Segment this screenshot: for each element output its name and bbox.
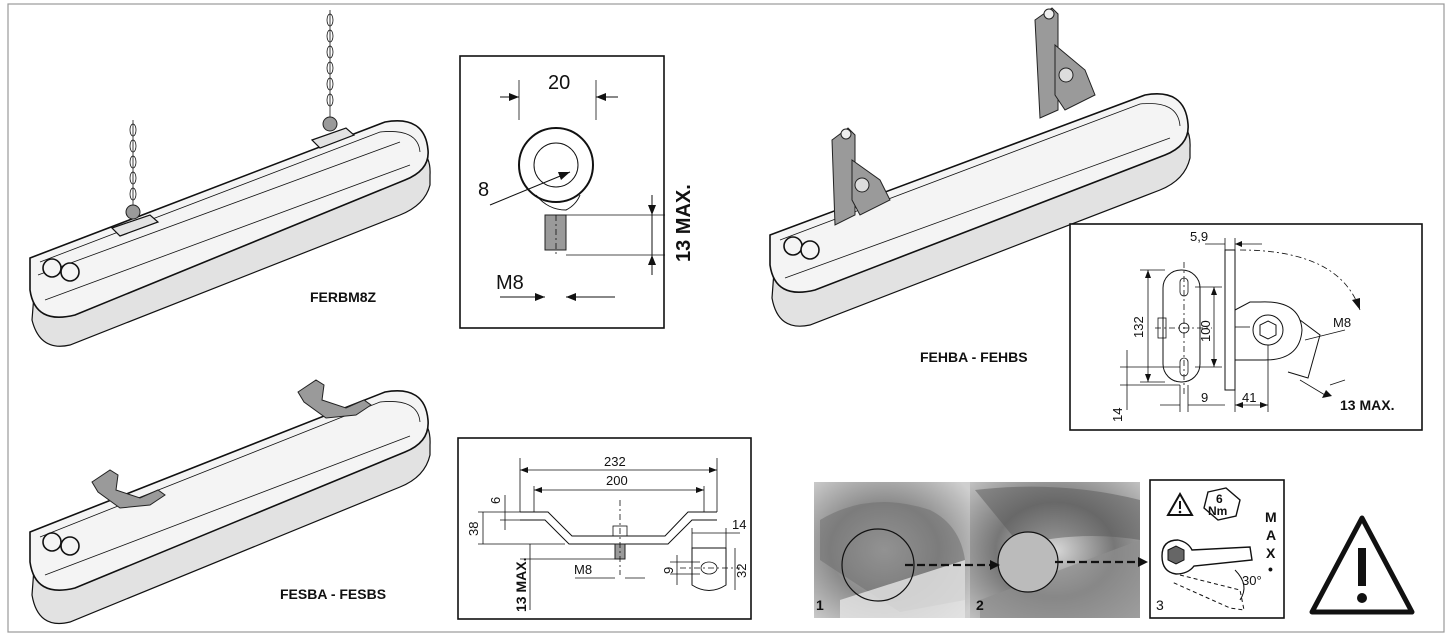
torque-instruction-box: 6 Nm M A X • 30° 3 xyxy=(1149,479,1285,619)
step-3-number: 3 xyxy=(1156,597,1164,613)
small-warning-icon xyxy=(1166,491,1194,516)
torque-nut-icon xyxy=(1203,487,1241,521)
label-bracket-model: FESBA - FESBS xyxy=(280,586,386,602)
luminaire-chain-mounted xyxy=(29,10,431,347)
dim-eyebolt-max: 13 MAX. xyxy=(673,184,695,262)
wrench-icon xyxy=(1161,539,1253,611)
label-hinge-model: FEHBA - FEHBS xyxy=(920,349,1028,365)
dim-eyebolt-hole: 8 xyxy=(478,179,489,201)
dim-hinge-thickness: 5,9 xyxy=(1190,229,1208,244)
dim-flat-slot: 9 xyxy=(661,567,676,574)
torque-unit: Nm xyxy=(1208,504,1227,518)
dim-hinge-center-height: 100 xyxy=(1198,320,1213,342)
dim-flat-centers: 200 xyxy=(606,473,628,488)
max-letter-x: X xyxy=(1266,545,1276,561)
dim-hinge-overall-height: 132 xyxy=(1131,316,1146,338)
dim-flat-thread: M8 xyxy=(574,562,592,577)
dim-hinge-max: 13 MAX. xyxy=(1340,397,1394,413)
hinge-bracket-detail: 5,9 132 100 14 9 41 M xyxy=(1069,223,1423,431)
chain-left xyxy=(110,120,160,237)
dim-flat-height: 38 xyxy=(466,522,481,536)
dim-eyebolt-width: 20 xyxy=(548,72,570,94)
dim-flat-max: 13 MAX. xyxy=(513,558,529,612)
dim-flat-tab-width: 14 xyxy=(732,517,746,532)
dim-flat-thickness: 6 xyxy=(488,497,503,504)
chain-right xyxy=(310,10,356,149)
dim-hinge-offset: 9 xyxy=(1201,390,1208,405)
torque-value: 6 xyxy=(1216,492,1223,506)
label-chain-model: FERBM8Z xyxy=(310,289,377,305)
max-letter-m: M xyxy=(1265,509,1277,525)
torque-angle: 30° xyxy=(1242,573,1262,588)
luminaire-bracket-mounted xyxy=(29,379,431,624)
installation-step-photos: 1 2 xyxy=(814,482,1148,618)
warning-icon xyxy=(1309,515,1415,615)
max-letter-a: A xyxy=(1266,527,1276,543)
photo-step-1-number: 1 xyxy=(816,597,824,613)
outer-frame xyxy=(7,3,1445,633)
photo-step-2-number: 2 xyxy=(976,597,984,613)
dim-hinge-reach: 41 xyxy=(1242,390,1256,405)
dim-flat-tab-height: 32 xyxy=(734,564,749,578)
dim-eyebolt-thread: M8 xyxy=(496,272,524,294)
dim-flat-overall: 232 xyxy=(604,454,626,469)
dim-hinge-thread: M8 xyxy=(1333,315,1351,330)
luminaire-hinge-mounted xyxy=(769,7,1191,327)
dim-hinge-slot: 14 xyxy=(1110,408,1125,422)
max-bullet: • xyxy=(1268,561,1273,577)
flat-bracket-detail: 232 200 6 38 13 MAX. M8 14 32 xyxy=(457,437,752,620)
eyebolt-detail: 20 8 M8 13 MAX. xyxy=(459,55,695,329)
